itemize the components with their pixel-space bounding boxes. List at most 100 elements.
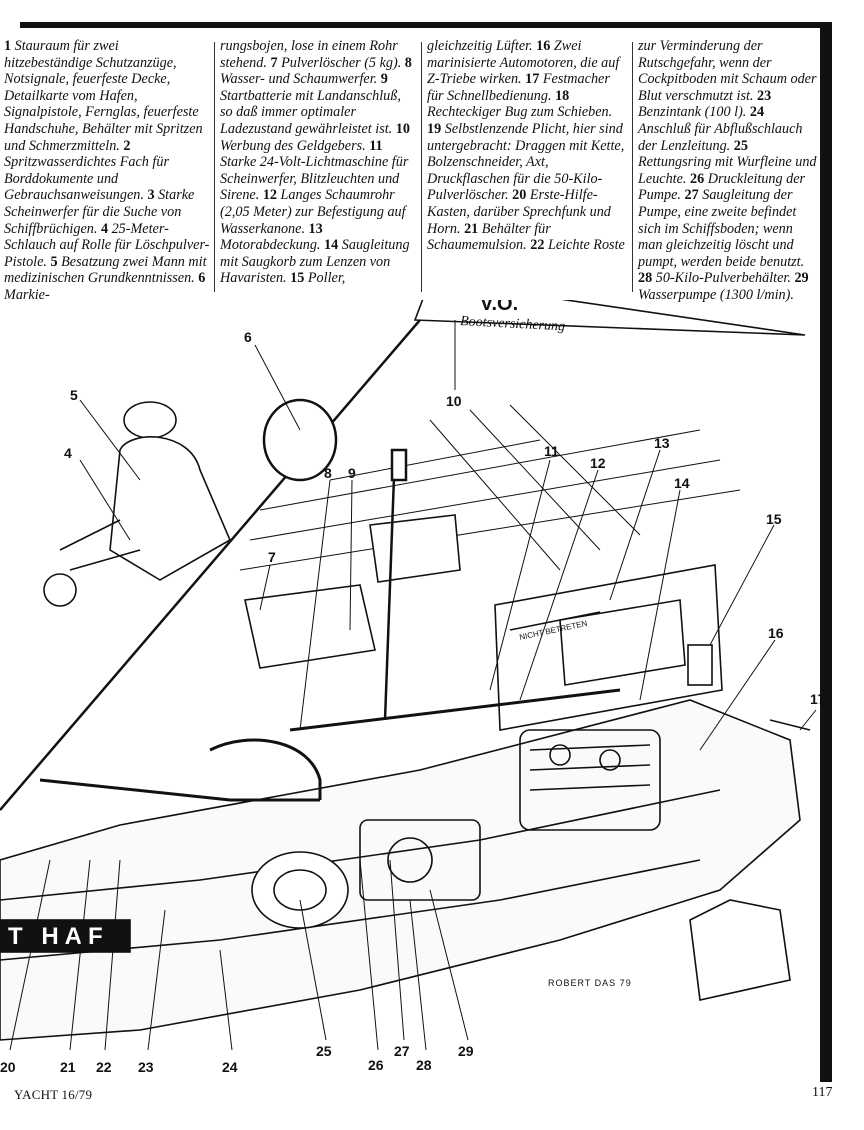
legend-text: Rechteckiger Bug zum Schieben.	[427, 104, 613, 121]
legend-text: Starke 24-Volt-Lichtmaschine für Scheinw…	[220, 154, 409, 204]
callout-28: 28	[416, 1057, 432, 1073]
callout-11: 11	[544, 443, 559, 459]
console	[244, 514, 461, 669]
callout-27: 27	[394, 1043, 410, 1059]
legend-text: Rettungsring mit Wurfleine und Leuchte.	[638, 154, 817, 187]
legend-number: 27	[684, 187, 699, 204]
legend-column-4: zur Verminderung der Rutschgefahr, wenn …	[638, 38, 820, 304]
callout-17: 17	[810, 691, 826, 707]
callout-10: 10	[446, 393, 462, 409]
callout-9: 9	[348, 465, 356, 481]
legend-text: Startbatterie mit Landanschluß, so daß i…	[220, 87, 401, 137]
legend-text: Poller,	[307, 270, 346, 287]
legend-text: Festmacher für Schnellbedienung.	[427, 71, 610, 104]
artist-signature: ROBERT DAS 79	[548, 978, 632, 988]
legend-number: 21	[464, 220, 479, 237]
legend-text: Werbung des Geldgebers.	[220, 137, 366, 154]
legend-text: Druckleitung der Pumpe.	[638, 170, 806, 204]
callout-14: 14	[674, 475, 690, 491]
callout-23: 23	[138, 1059, 154, 1075]
page-right-border	[820, 22, 832, 1082]
legend-column-3: gleichzeitig Lüfter. 16 Zwei marinisiert…	[427, 38, 627, 254]
legend-number: 14	[324, 237, 339, 254]
callout-leaders	[9, 320, 817, 1051]
callout-16: 16	[768, 625, 784, 641]
callout-12: 12	[590, 455, 606, 471]
legend-text: rungsbojen, lose in einem Rohr stehend.	[220, 38, 398, 71]
legend-text: gleichzeitig Lüfter.	[427, 38, 533, 54]
legend-text: Wasserpumpe (1300 l/min).	[638, 286, 794, 303]
legend-text: Spritzwasserdichtes Fach für Borddokumen…	[4, 154, 169, 204]
legend-number: 23	[757, 87, 772, 104]
legend-column-2: rungsbojen, lose in einem Rohr stehend. …	[220, 38, 416, 287]
legend-text: Wasser- und Schaumwerfer.	[220, 71, 378, 88]
legend-column-1: 1 Stauraum für zwei hitzebeständige Schu…	[4, 38, 210, 304]
callout-20: 20	[0, 1059, 16, 1075]
legend-text: Langes Schaumrohr (2,05 Meter) zur Befes…	[220, 187, 406, 237]
legend-text: Pulverlöscher (5 kg).	[281, 54, 402, 71]
legend-number: 16	[536, 38, 551, 54]
callout-24: 24	[222, 1059, 238, 1075]
legend-text: Anschluß für Abflußschlauch der Lenzleit…	[638, 120, 803, 154]
legend-text: Motorabdeckung.	[220, 237, 321, 254]
page-top-border	[0, 0, 864, 28]
legend-number: 7	[270, 54, 278, 71]
legend-number: 18	[555, 87, 570, 104]
hull-lettering: T HAF	[8, 923, 109, 950]
legend-number: 3	[147, 187, 155, 204]
legend-text: Erste-Hilfe-Kasten, darüber Sprechfunk u…	[427, 187, 611, 237]
legend-text: Stauraum für zwei hitzebeständige Schutz…	[4, 38, 203, 154]
outboard	[687, 644, 811, 1001]
legend-number: 9	[380, 71, 388, 88]
callout-7: 7	[268, 549, 276, 565]
callout-8: 8	[324, 465, 332, 481]
callout-4: 4	[64, 445, 72, 461]
legend-number: 22	[530, 237, 545, 254]
legend-text: Zwei marinisierte Automotoren, die auf Z…	[427, 38, 620, 88]
legend-text: Starke Scheinwerfer für die Suche von Sc…	[4, 187, 195, 237]
legend-number: 17	[525, 71, 540, 88]
legend-number: 15	[290, 270, 305, 287]
legend-number: 28	[638, 270, 653, 287]
callout-13: 13	[654, 435, 670, 451]
engines	[359, 729, 661, 901]
callout-29: 29	[458, 1043, 474, 1059]
legend-number: 1	[4, 38, 12, 54]
legend-text: Saugleitung der Pumpe, eine zweite befin…	[638, 187, 805, 270]
callout-22: 22	[96, 1059, 112, 1075]
callout-15: 15	[766, 511, 782, 527]
hull: T HAF	[0, 699, 801, 1041]
callout-5: 5	[70, 387, 78, 403]
legend-text: Besatzung zwei Mann mit medizinischen Gr…	[4, 253, 207, 287]
crew-figure	[43, 401, 232, 607]
legend-text: Saugleitung mit Saugkorb zum Lenzen von …	[220, 237, 410, 287]
legend-text: 50-Kilo-Pulverbehälter.	[655, 270, 791, 287]
column-divider	[214, 42, 215, 292]
pennant-logo: V.O.	[480, 300, 518, 315]
callout-numbers: 4 5 6 7 8 9 10 11 12 13 14 15 16 17 20 2…	[0, 329, 826, 1075]
legend-number: 24	[749, 104, 765, 121]
callout-26: 26	[368, 1057, 384, 1073]
legend-number: 20	[512, 187, 527, 204]
column-divider	[632, 42, 633, 292]
page-number: 117	[812, 1085, 833, 1100]
legend-number: 29	[794, 270, 809, 287]
legend-text: Leichte Roste	[547, 237, 625, 254]
pennant-text: Bootsversicherung	[460, 314, 566, 334]
pennant-flag: V.O. Bootsversicherung	[413, 300, 806, 336]
callout-21: 21	[60, 1059, 76, 1075]
legend-text: zur Verminderung der Rutschgefahr, wenn …	[638, 38, 817, 104]
legend-number: 6	[198, 270, 206, 287]
rescue-boat-cutaway-illustration: T HAF NICHT BETRETEN V.O. Bootsve	[0, 300, 826, 1075]
legend-text: Behälter für Schaumemulsion.	[427, 220, 551, 254]
foam-pipe	[39, 688, 621, 802]
legend-number: 11	[369, 137, 383, 154]
legend-text: 25-Meter-Schlauch auf Rolle für Löschpul…	[4, 220, 210, 270]
legend-number: 5	[50, 253, 58, 270]
legend-number: 25	[733, 137, 748, 154]
legend-number: 8	[404, 54, 412, 71]
legend-number: 13	[308, 220, 323, 237]
magazine-issue: YACHT 16/79	[14, 1087, 93, 1102]
legend-text: Markie-	[4, 286, 50, 303]
lifebuoy	[251, 851, 349, 929]
